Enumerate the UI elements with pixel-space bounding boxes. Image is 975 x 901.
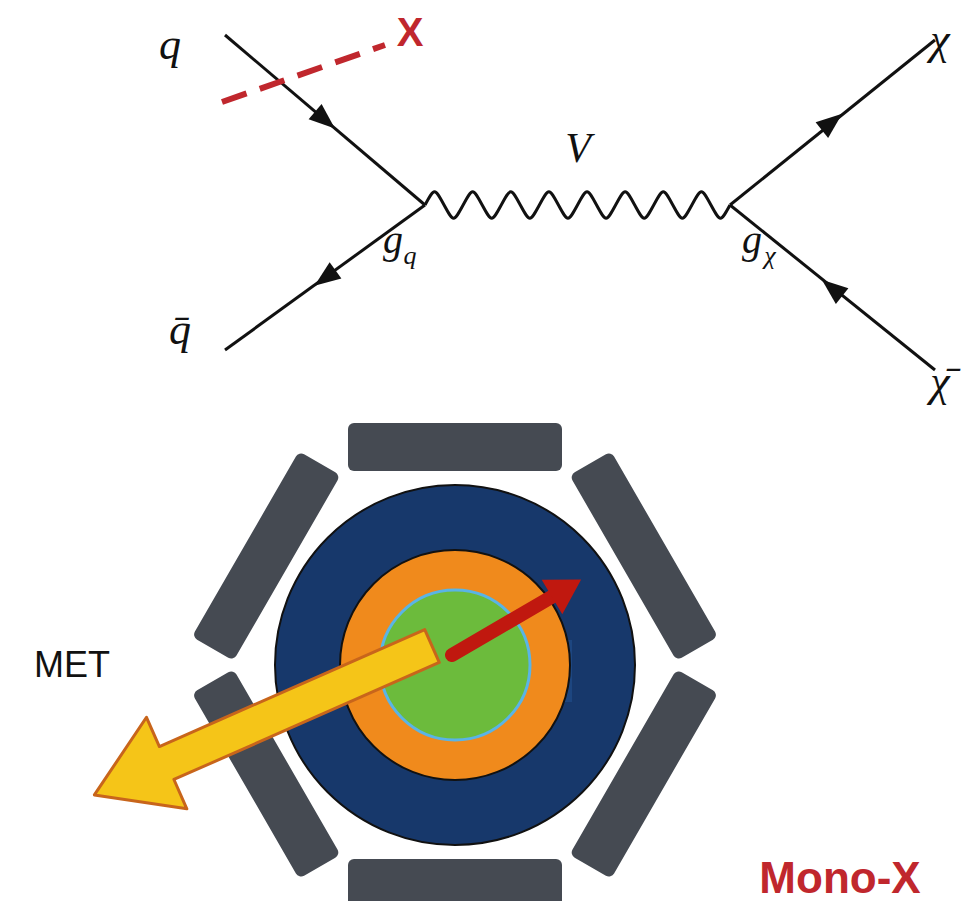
particle-label: q̄ (169, 308, 191, 352)
fermion-arrows (309, 104, 849, 304)
radiated-particle (222, 45, 385, 102)
fermion-lines (225, 35, 935, 370)
hadron-calorimeter (275, 485, 635, 845)
coupling-label: g (742, 220, 762, 260)
title-label: Mono-X (759, 856, 920, 900)
particle-label: χ (930, 18, 949, 62)
particle-label: q (159, 23, 181, 67)
visible-object-arrow (452, 592, 560, 655)
particle-label: X (397, 12, 424, 52)
boson-propagator (425, 192, 730, 218)
muon-chamber-segment (348, 423, 562, 471)
visible-object-arrowhead (542, 562, 592, 614)
muon-chamber-segment (348, 859, 562, 901)
coupling-subscript: q (404, 243, 417, 269)
met-label: MET (34, 647, 110, 683)
particle-label: χ̄ (930, 360, 949, 404)
muon-chambers (192, 423, 718, 901)
met-arrow (74, 600, 452, 840)
coupling-subscript: χ (764, 243, 775, 269)
mediator-label: V (565, 127, 591, 169)
coupling-label: g (383, 220, 403, 260)
